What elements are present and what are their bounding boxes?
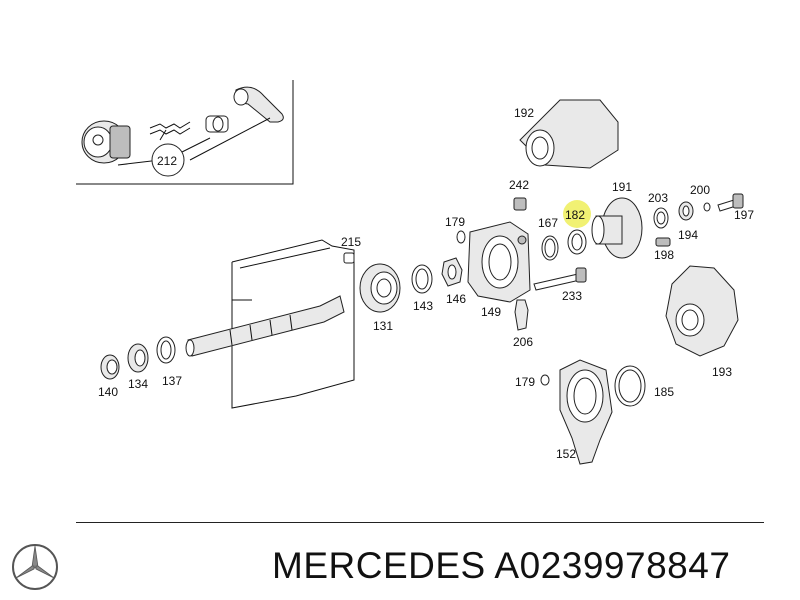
part-185: 185 (614, 365, 674, 407)
label-203: 203 (648, 191, 668, 205)
input-shaft (185, 295, 345, 357)
part-179-upper: 179 (445, 215, 466, 244)
part-number-caption: MERCEDES A0239978847 (272, 545, 731, 586)
part-134: 134 (127, 343, 149, 391)
label-179-upper: 179 (445, 215, 465, 229)
inset-detail: 212 (76, 80, 294, 185)
plug-seal (205, 115, 229, 133)
label-131: 131 (373, 319, 393, 333)
part-192: 192 (514, 99, 619, 169)
label-192: 192 (514, 106, 534, 120)
label-233: 233 (562, 289, 582, 303)
label-182: 182 (565, 208, 585, 222)
part-194: 194 (678, 201, 698, 242)
label-206: 206 (513, 335, 533, 349)
label-194: 194 (678, 228, 698, 242)
label-215: 215 (341, 235, 361, 249)
part-206: 206 (513, 299, 533, 349)
label-200: 200 (690, 183, 710, 197)
highlight-marker (563, 200, 591, 228)
part-140: 140 (98, 354, 120, 399)
label-137: 137 (162, 374, 182, 388)
label-212: 212 (157, 154, 177, 168)
part-215: 215 (341, 235, 361, 264)
part-137: 137 (156, 336, 182, 388)
part-182: 182 (563, 200, 591, 255)
terminal-pins (149, 121, 191, 135)
mercedes-star-icon (12, 544, 58, 590)
part-149: 149 (467, 221, 531, 319)
part-200: 200 (690, 183, 711, 212)
label-242: 242 (509, 178, 529, 192)
part-203: 203 (648, 191, 669, 229)
part-197: 197 (717, 193, 754, 222)
part-167: 167 (538, 216, 559, 261)
part-191: 191 (591, 180, 643, 259)
angle-connector (233, 86, 284, 123)
label-152: 152 (556, 447, 576, 461)
label-146: 146 (446, 292, 466, 306)
part-152: 152 (556, 359, 613, 465)
footer-divider (76, 522, 764, 523)
label-191: 191 (612, 180, 632, 194)
label-134: 134 (128, 377, 148, 391)
label-167: 167 (538, 216, 558, 230)
label-140: 140 (98, 385, 118, 399)
part-198: 198 (654, 237, 674, 262)
label-197: 197 (734, 208, 754, 222)
label-149: 149 (481, 305, 501, 319)
label-179-lower: 179 (515, 375, 535, 389)
label-198: 198 (654, 248, 674, 262)
label-185: 185 (654, 385, 674, 399)
part-233: 233 (533, 267, 587, 303)
connector-housing (81, 120, 131, 164)
part-143: 143 (411, 264, 433, 313)
part-131: 131 (359, 263, 401, 333)
part-242: 242 (509, 178, 529, 211)
label-193: 193 (712, 365, 732, 379)
part-193: 193 (665, 265, 739, 379)
part-146: 146 (441, 257, 466, 306)
part-179-lower: 179 (515, 374, 550, 389)
label-143: 143 (413, 299, 433, 313)
